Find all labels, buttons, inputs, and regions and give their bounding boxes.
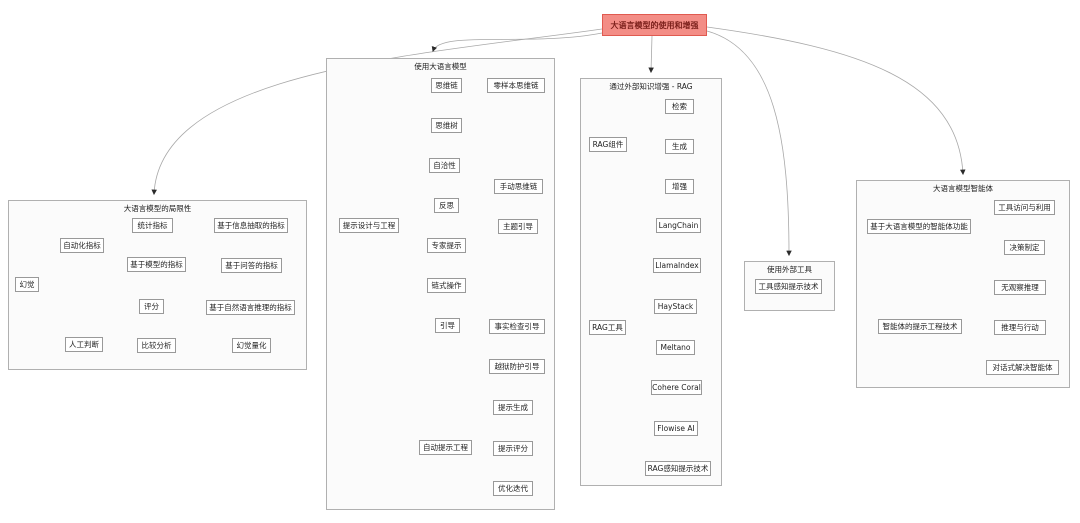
- node-chains: 链式操作: [427, 278, 466, 293]
- root-node-llm-use-and-augmentation: 大语言模型的使用和增强: [602, 14, 707, 36]
- edge-root-agents: [706, 26, 966, 176]
- node-retrieval: 检索: [665, 99, 694, 114]
- node-qa-based-metrics: 基于问答的指标: [221, 258, 282, 273]
- node-flowise-ai: Flowise AI: [654, 421, 698, 436]
- node-ie-based-metrics: 基于信息抽取的指标: [214, 218, 288, 233]
- group-title-agents: 大语言模型智能体: [933, 184, 993, 193]
- node-prompt-scoring: 提示评分: [493, 441, 533, 456]
- node-auto-prompt-engineering: 自动提示工程: [419, 440, 472, 455]
- node-chain-of-thought: 思维链: [431, 78, 462, 93]
- node-augmentation: 增强: [665, 179, 694, 194]
- node-nli-based-metrics: 基于自然语言推理的指标: [206, 300, 295, 315]
- node-rag-tools: RAG工具: [589, 320, 626, 335]
- group-title-rag: 通过外部知识增强 - RAG: [609, 82, 693, 91]
- node-model-based-metrics: 基于模型的指标: [127, 257, 186, 272]
- node-manual-cot: 手动思维链: [494, 179, 543, 194]
- node-prompt-design-engineering: 提示设计与工程: [339, 218, 399, 233]
- group-title-external-tools: 使用外部工具: [767, 265, 812, 274]
- node-meltano: Meltano: [656, 340, 695, 355]
- node-optimization-iteration: 优化迭代: [493, 481, 533, 496]
- node-automated-metrics: 自动化指标: [60, 238, 104, 253]
- node-jailbreak-rails: 越狱防护引导: [489, 359, 545, 374]
- node-self-consistency: 自洽性: [429, 158, 460, 173]
- node-llamaindex: LlamaIndex: [653, 258, 701, 273]
- node-hallucination: 幻觉: [15, 277, 39, 292]
- node-reflection: 反思: [434, 198, 459, 213]
- node-scoring: 评分: [139, 299, 164, 314]
- node-fact-check-rails: 事实检查引导: [489, 319, 545, 334]
- node-hallucination-quantification: 幻觉量化: [232, 338, 271, 353]
- node-expert-prompting: 专家提示: [427, 238, 466, 253]
- node-cohere-coral: Cohere Coral: [651, 380, 702, 395]
- node-rag-aware-prompting: RAG感知提示技术: [645, 461, 711, 476]
- node-tool-aware-prompting: 工具感知提示技术: [755, 279, 822, 294]
- node-rag-components: RAG组件: [589, 137, 627, 152]
- node-decision-making: 决策制定: [1004, 240, 1045, 255]
- node-rails: 引导: [435, 318, 460, 333]
- node-tool-access: 工具访问与利用: [994, 200, 1055, 215]
- node-statistical-metrics: 统计指标: [132, 218, 173, 233]
- node-dera: 对话式解决智能体: [986, 360, 1059, 375]
- edge-root-using-llms: [431, 32, 603, 53]
- node-topical-rails: 主题引导: [498, 219, 538, 234]
- group-title-limitations: 大语言模型的局限性: [123, 204, 192, 213]
- group-title-using-llms: 使用大语言模型: [414, 62, 467, 71]
- node-haystack: HayStack: [654, 299, 697, 314]
- node-tree-of-thought: 思维树: [431, 118, 462, 133]
- node-zero-shot-cot: 零样本思维链: [487, 78, 545, 93]
- node-react: 推理与行动: [994, 320, 1046, 335]
- node-human-judgment: 人工判断: [65, 337, 103, 352]
- node-llm-agent-functions: 基于大语言模型的智能体功能: [867, 219, 971, 234]
- edge-root-external-tools: [706, 30, 792, 257]
- node-rewoo: 无观察推理: [994, 280, 1046, 295]
- node-prompt-generation: 提示生成: [493, 400, 533, 415]
- edge-root-rag: [648, 35, 654, 74]
- node-comparative-analysis: 比较分析: [137, 338, 176, 353]
- node-langchain: LangChain: [656, 218, 701, 233]
- node-agent-prompting-techniques: 智能体的提示工程技术: [878, 319, 962, 334]
- node-generation: 生成: [665, 139, 694, 154]
